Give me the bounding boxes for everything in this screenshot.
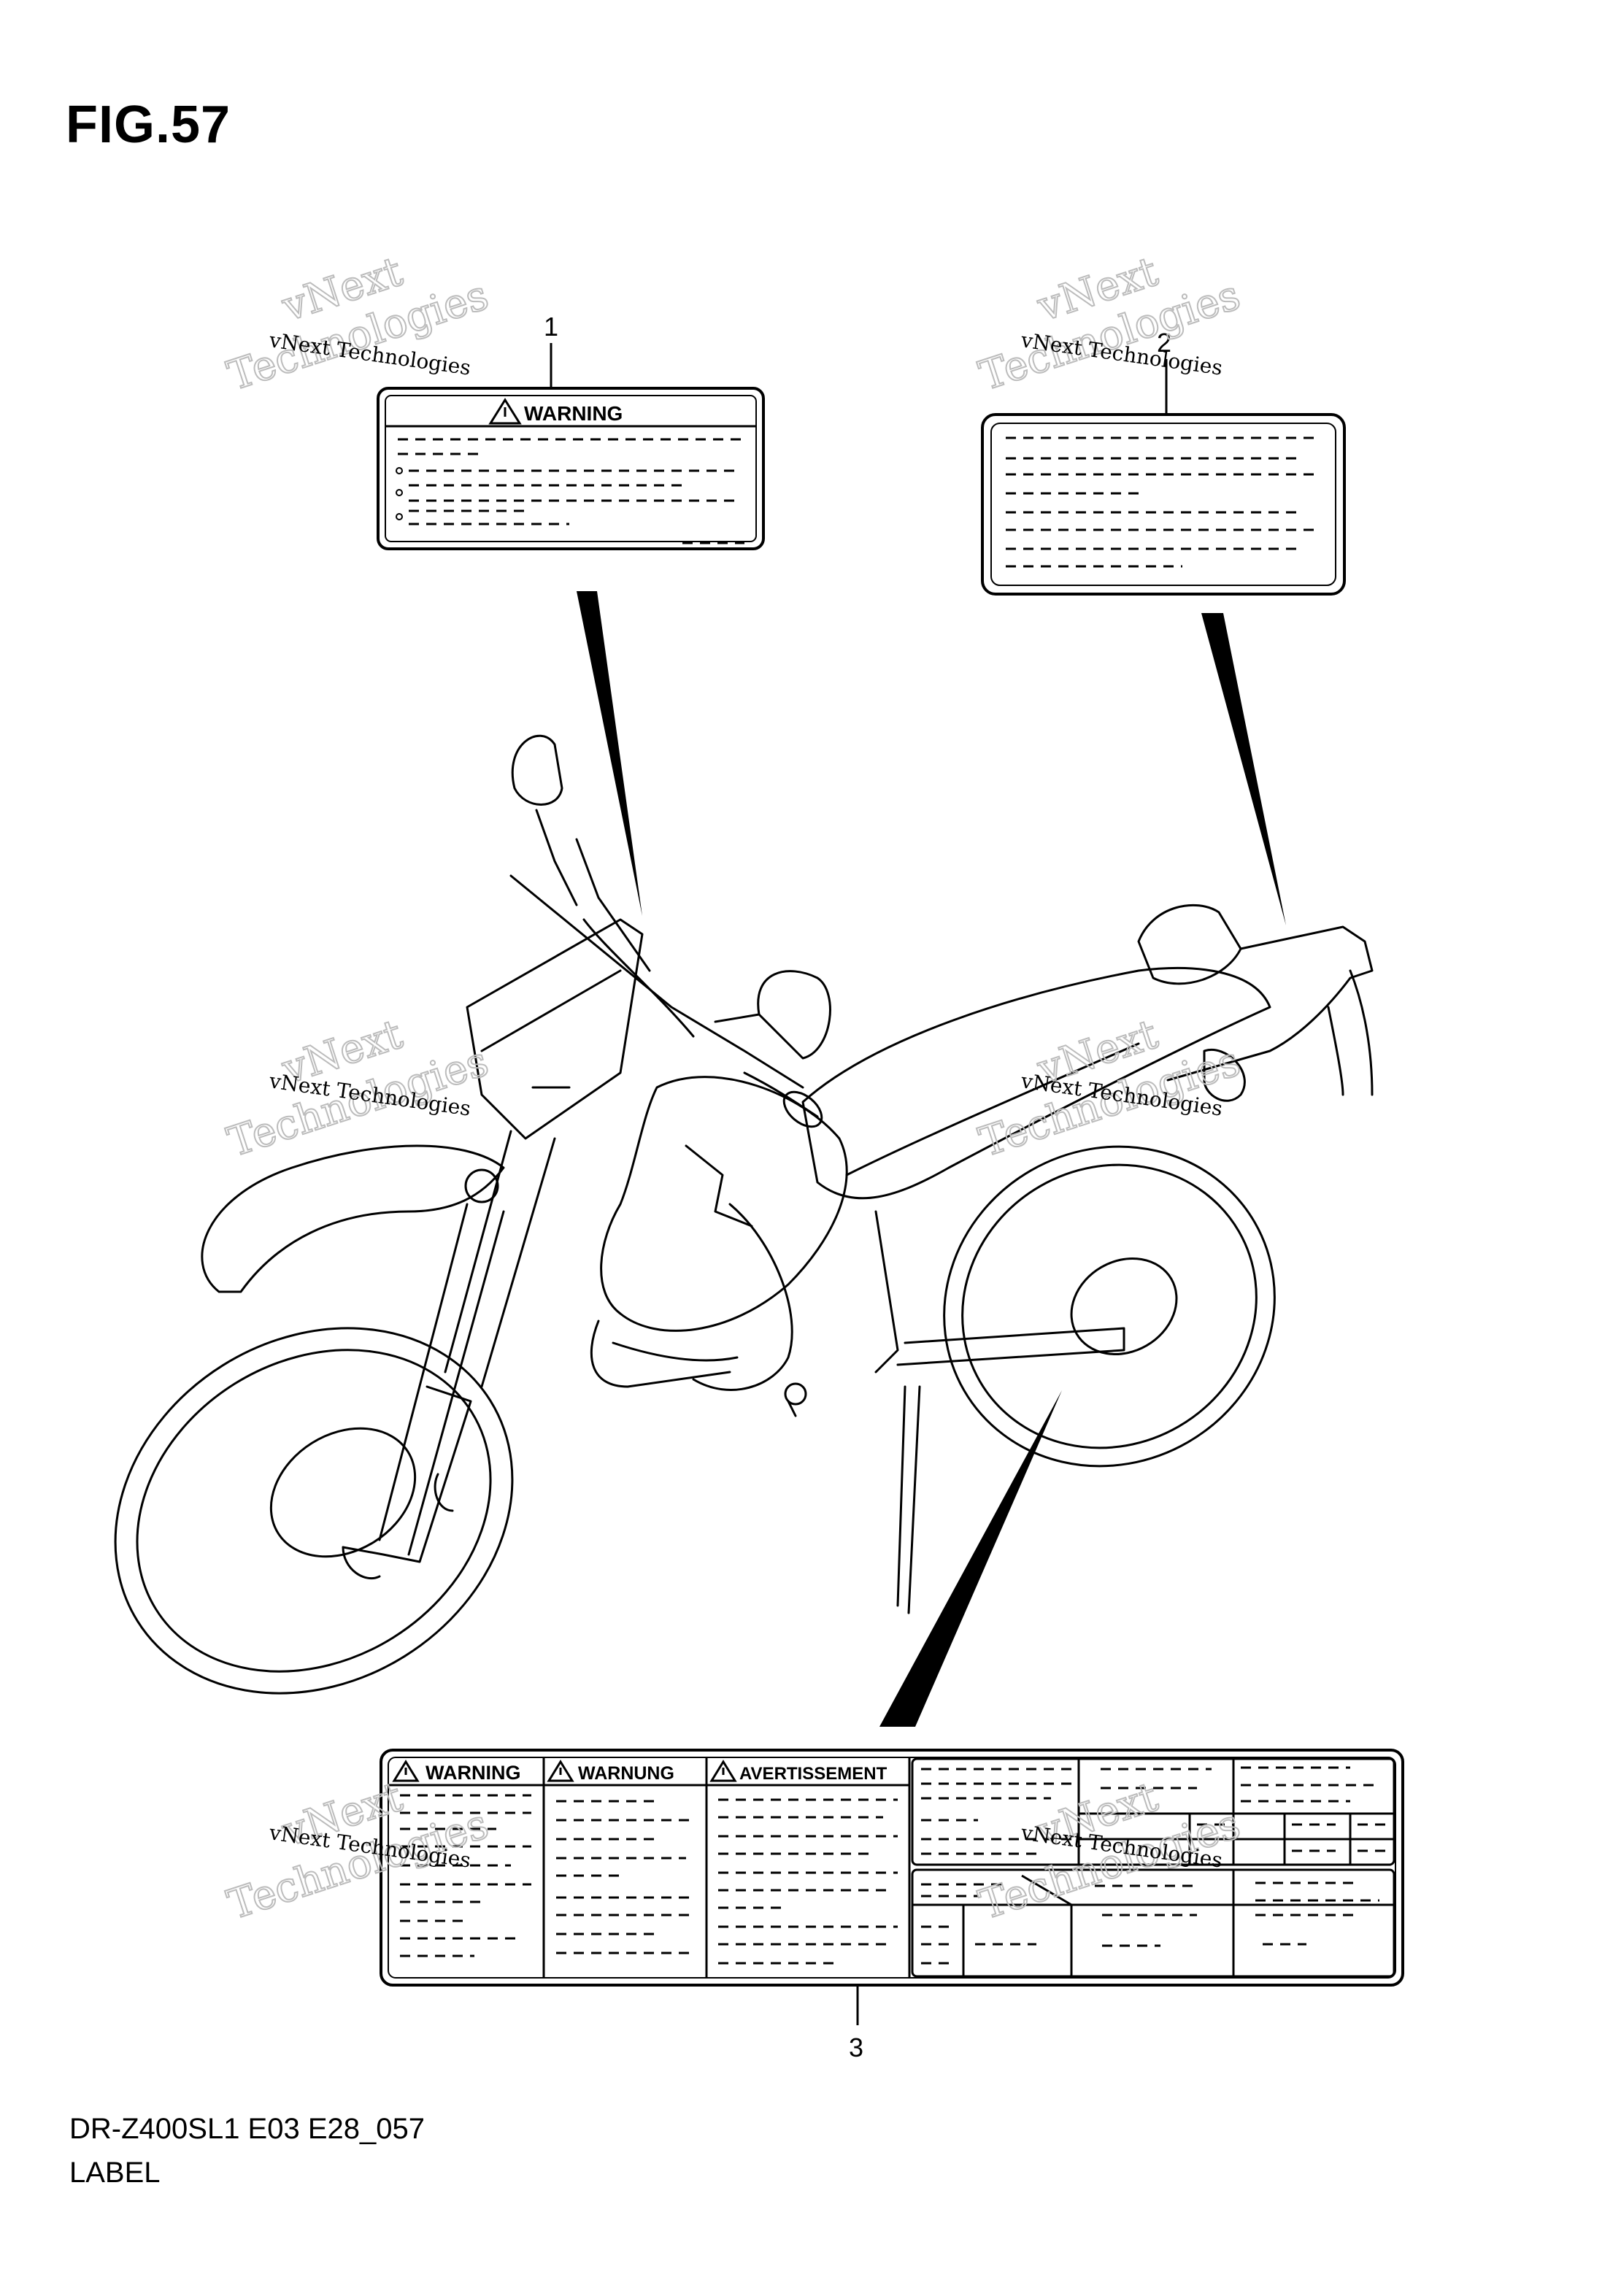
label-3-warning: WARNING [426,1762,521,1784]
watermark-top-right: vNext Technologies vNext Technologies [973,247,1247,401]
label-3-warnung: WARNUNG [578,1763,674,1784]
callout-3-number: 3 [849,2033,863,2062]
label-1-header: WARNING [524,402,623,425]
figure-title: FIG.57 [66,96,231,154]
model-code: DR-Z400SL1 E03 E28_057 [69,2113,425,2145]
callout-1: 1 [544,312,558,388]
warning-triangle-icon [392,1760,420,1782]
section-title: LABEL [69,2157,161,2189]
motorcycle-illustration [114,734,1374,1695]
label-2 [981,413,1346,596]
label-3: WARNING WARNUNG AVERTISSEMENT [380,1749,1404,1987]
label-1: WARNING [377,387,765,550]
callout-3: 3 [849,1985,863,2062]
warning-triangle-icon [709,1760,737,1782]
watermark-top-left: vNext Technologies vNext Technologies [221,247,495,401]
warning-triangle-icon [488,398,522,425]
warning-triangle-icon [547,1760,574,1782]
watermark-mid-right: vNext Technologies vNext Technologies [973,1009,1247,1167]
callout-2: 2 [1157,328,1171,415]
callout-2-number: 2 [1157,328,1171,358]
leader-wedges [577,591,1286,1727]
callout-1-number: 1 [544,312,558,342]
label-3-avertissement: AVERTISSEMENT [739,1764,887,1784]
watermark-mid-left: vNext Technologies vNext Technologies [221,1009,495,1167]
